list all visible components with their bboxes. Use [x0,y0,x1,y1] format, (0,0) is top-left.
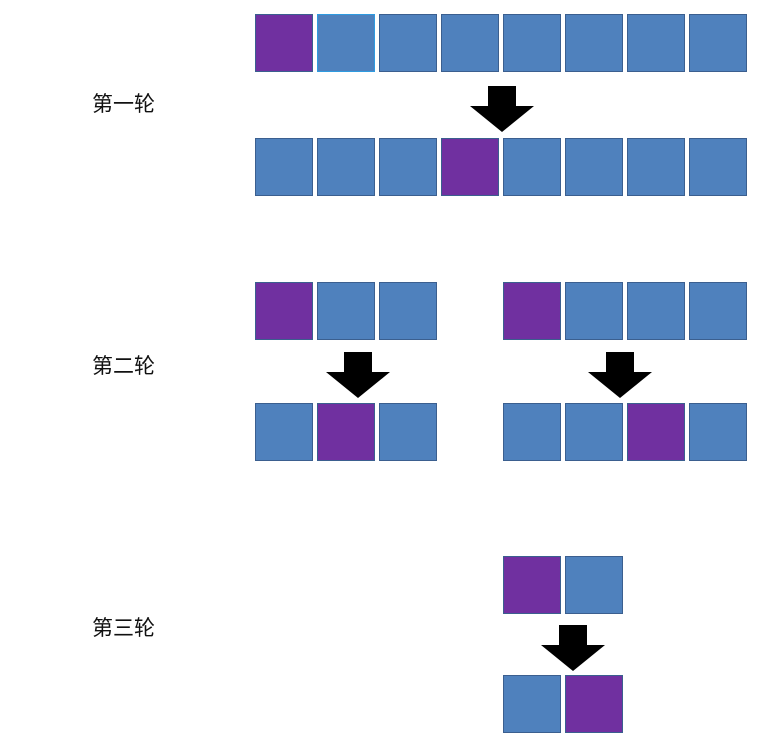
down-arrow-icon [541,625,605,671]
array-cell [689,403,747,461]
pivot-cell [255,14,313,72]
pivot-cell [503,556,561,614]
array-cell [565,282,623,340]
round-label-3: 第三轮 [92,616,155,640]
array-cell [255,403,313,461]
round-label-1: 第一轮 [92,92,155,116]
array-cell [503,675,561,733]
round-label-2: 第二轮 [92,354,155,378]
array-cell [503,138,561,196]
array-cell [565,138,623,196]
array-cell [565,556,623,614]
before-row [503,556,627,614]
array-cell [565,14,623,72]
pivot-cell [255,282,313,340]
after-row [503,675,627,733]
array-cell [689,138,747,196]
before-row [255,14,751,72]
before-row [503,282,751,340]
array-cell [379,282,437,340]
array-cell [503,403,561,461]
array-cell [627,282,685,340]
after-row [255,403,441,461]
array-cell [317,282,375,340]
array-cell [689,14,747,72]
pivot-cell [627,403,685,461]
array-cell [379,138,437,196]
array-cell [627,138,685,196]
array-cell [441,14,499,72]
before-row [255,282,441,340]
array-cell [317,14,375,72]
after-row [503,403,751,461]
array-cell [317,138,375,196]
down-arrow-icon [326,352,390,398]
down-arrow-icon [588,352,652,398]
array-cell [689,282,747,340]
array-cell [379,403,437,461]
array-cell [255,138,313,196]
pivot-cell [317,403,375,461]
array-cell [627,14,685,72]
down-arrow-icon [470,86,534,132]
array-cell [503,14,561,72]
pivot-cell [565,675,623,733]
pivot-cell [441,138,499,196]
after-row [255,138,751,196]
array-cell [565,403,623,461]
pivot-cell [503,282,561,340]
array-cell [379,14,437,72]
